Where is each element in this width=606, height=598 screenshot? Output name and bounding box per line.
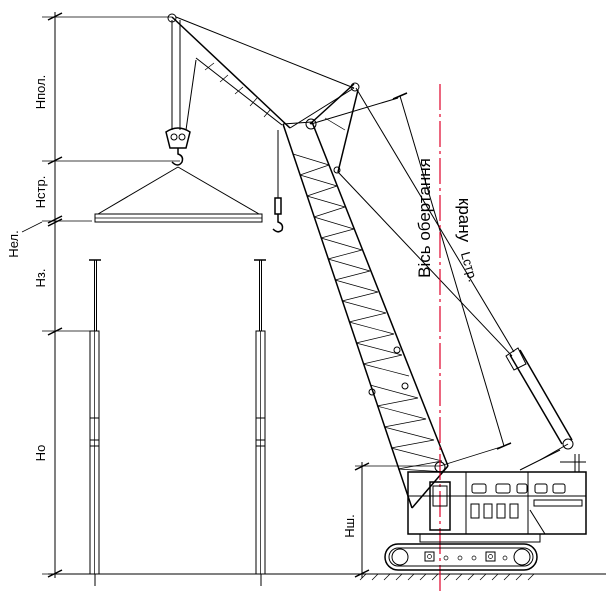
lifted-beam — [94, 166, 263, 223]
crane-body — [407, 454, 587, 543]
label-h-sh: Нш. — [342, 514, 357, 537]
jib — [167, 13, 355, 129]
boom-pendant — [310, 87, 574, 471]
label-h-pol: Нпол. — [33, 75, 48, 110]
aux-hook — [272, 130, 284, 233]
label-h-z: Нз. — [33, 269, 48, 288]
ground-hatch — [359, 573, 535, 581]
boom-length-dimension — [392, 92, 512, 467]
crawler-track — [384, 543, 538, 571]
hinge-height-dimension — [354, 462, 440, 578]
column-right — [254, 259, 266, 586]
column-left — [89, 259, 101, 586]
label-h-str: Нстр. — [33, 176, 48, 209]
label-h-el: Нел. — [6, 230, 21, 257]
height-dimension-chain — [42, 12, 180, 578]
main-hook — [165, 20, 197, 166]
label-l-str: Lстр. — [458, 250, 481, 283]
label-h-o: Но — [33, 445, 48, 462]
h-el-leader — [21, 221, 43, 233]
operator-cab — [429, 481, 451, 531]
label-rotation-axis: Вісь обертання — [415, 158, 434, 278]
label-rotation-axis-crane: крану — [455, 198, 474, 243]
boom-strut — [309, 82, 360, 173]
